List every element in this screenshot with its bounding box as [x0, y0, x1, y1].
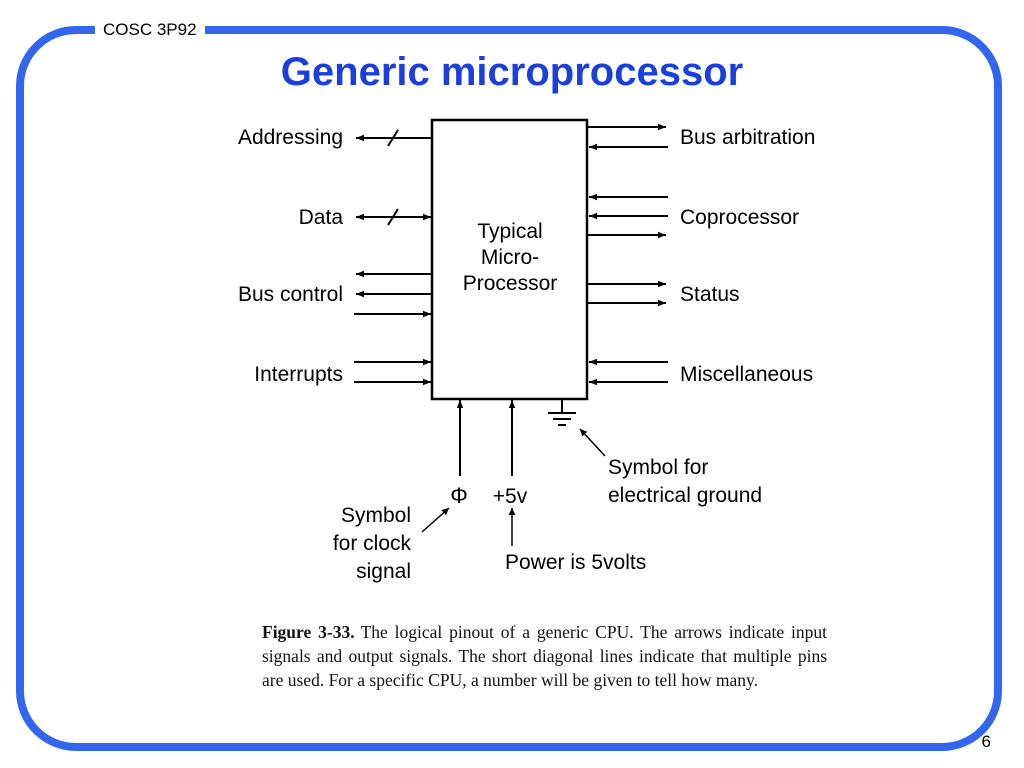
power-note: Power is 5volts: [505, 551, 646, 574]
slide-title: Generic microprocessor: [280, 50, 744, 94]
label-bus-control: Bus control: [238, 283, 343, 306]
power-label: +5v: [493, 485, 528, 508]
label-coprocessor: Coprocessor: [680, 206, 799, 229]
caption-text: The logical pinout of a generic CPU. The…: [262, 622, 827, 690]
clock-note-line-3: signal: [356, 560, 411, 583]
cpu-label-line-3: Processor: [463, 272, 558, 295]
label-status: Status: [680, 283, 740, 306]
ground-icon: [548, 400, 576, 426]
addressing-bus-slash: [387, 129, 399, 147]
cpu-label-line-1: Typical: [477, 220, 542, 243]
cpu-box: [430, 118, 589, 401]
slide-frame: [16, 26, 1002, 751]
page-number: 6: [981, 732, 991, 751]
caption-label: Figure 3-33.: [262, 622, 355, 642]
ground-note-pointer: [579, 428, 606, 457]
figure-caption: Figure 3-33.The logical pinout of a gene…: [262, 620, 827, 692]
clock-note-line-1: Symbol: [341, 504, 411, 527]
course-label: COSC 3P92: [95, 19, 205, 41]
clock-symbol: Φ: [450, 483, 468, 508]
clock-note-pointer: [421, 507, 450, 533]
label-data: Data: [299, 206, 344, 229]
label-bus-arbitration: Bus arbitration: [680, 126, 815, 149]
label-addressing: Addressing: [238, 126, 343, 149]
clock-note-line-2: for clock: [333, 532, 412, 555]
label-miscellaneous: Miscellaneous: [680, 363, 813, 386]
label-interrupts: Interrupts: [254, 363, 343, 386]
cpu-label-line-2: Micro-: [481, 246, 539, 269]
ground-note-line-1: Symbol for: [608, 456, 708, 479]
data-bus-slash: [387, 208, 399, 226]
ground-note-line-2: electrical ground: [608, 484, 762, 507]
